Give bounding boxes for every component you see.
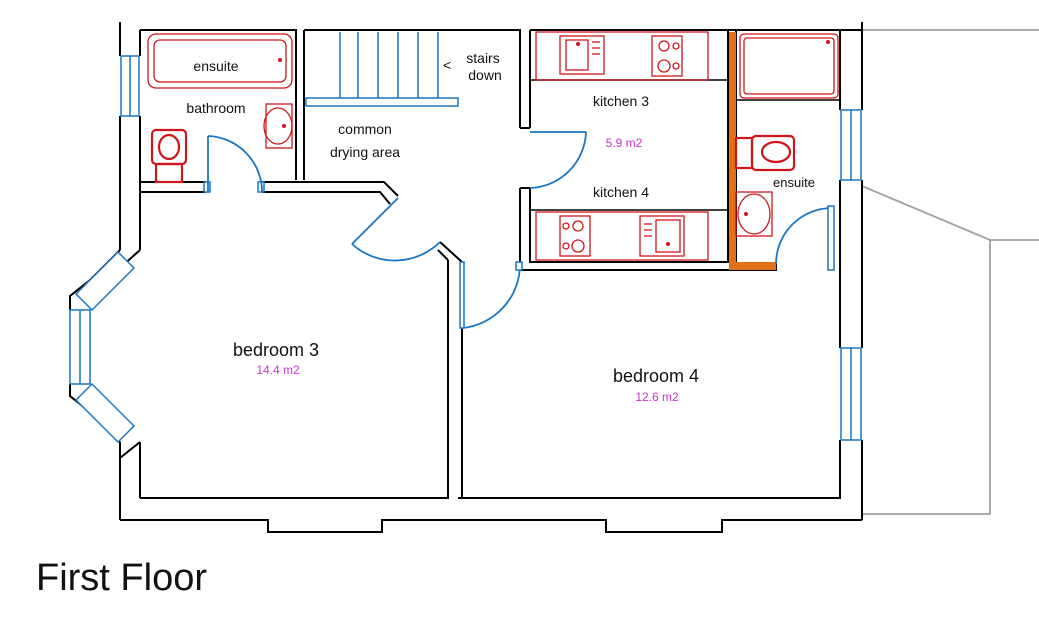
area-bedroom4: 12.6 m2 xyxy=(635,390,679,404)
window-bay-upper xyxy=(74,250,136,312)
kitchen3-counter xyxy=(535,31,709,81)
ensuite-toilet-icon xyxy=(734,134,796,172)
windows xyxy=(69,55,862,444)
label-common: common xyxy=(338,121,392,137)
label-drying-area: drying area xyxy=(330,144,400,160)
shower-icon xyxy=(739,33,839,99)
stairs-arrow: < xyxy=(443,57,451,73)
bath-icon xyxy=(147,33,293,89)
area-bedroom3: 14.4 m2 xyxy=(256,363,300,377)
stairs xyxy=(305,32,459,107)
label-kitchen4: kitchen 4 xyxy=(593,184,649,200)
label-ensuite-left: ensuite xyxy=(193,58,238,74)
label-bedroom3: bedroom 3 xyxy=(233,340,319,360)
external-outline xyxy=(861,29,1039,515)
kitchen3-hob-icon xyxy=(651,35,683,77)
label-bathroom: bathroom xyxy=(186,100,245,116)
kitchen4-sink-icon xyxy=(639,215,685,257)
label-stairs: stairs xyxy=(466,50,499,66)
doors xyxy=(207,131,835,329)
label-ensuite-right: ensuite xyxy=(773,175,815,190)
label-kitchen3: kitchen 3 xyxy=(593,93,649,109)
floor-title: First Floor xyxy=(36,557,207,599)
fixtures xyxy=(147,31,839,261)
kitchen3-sink-icon xyxy=(559,35,605,75)
label-stairs-down: down xyxy=(468,67,501,83)
outer-walls xyxy=(69,22,863,533)
kitchen4-hob-icon xyxy=(559,215,591,257)
kitchen4-counter xyxy=(535,211,709,261)
window-bay-lower xyxy=(74,382,136,444)
ensuite-sink-icon xyxy=(735,191,773,237)
area-kitchen3: 5.9 m2 xyxy=(606,136,643,150)
sink-icon xyxy=(263,103,293,149)
toilet-icon xyxy=(150,128,188,184)
label-bedroom4: bedroom 4 xyxy=(613,366,699,386)
room-labels: ensuite bathroom < stairs down common dr… xyxy=(186,50,815,404)
partition xyxy=(729,32,776,270)
